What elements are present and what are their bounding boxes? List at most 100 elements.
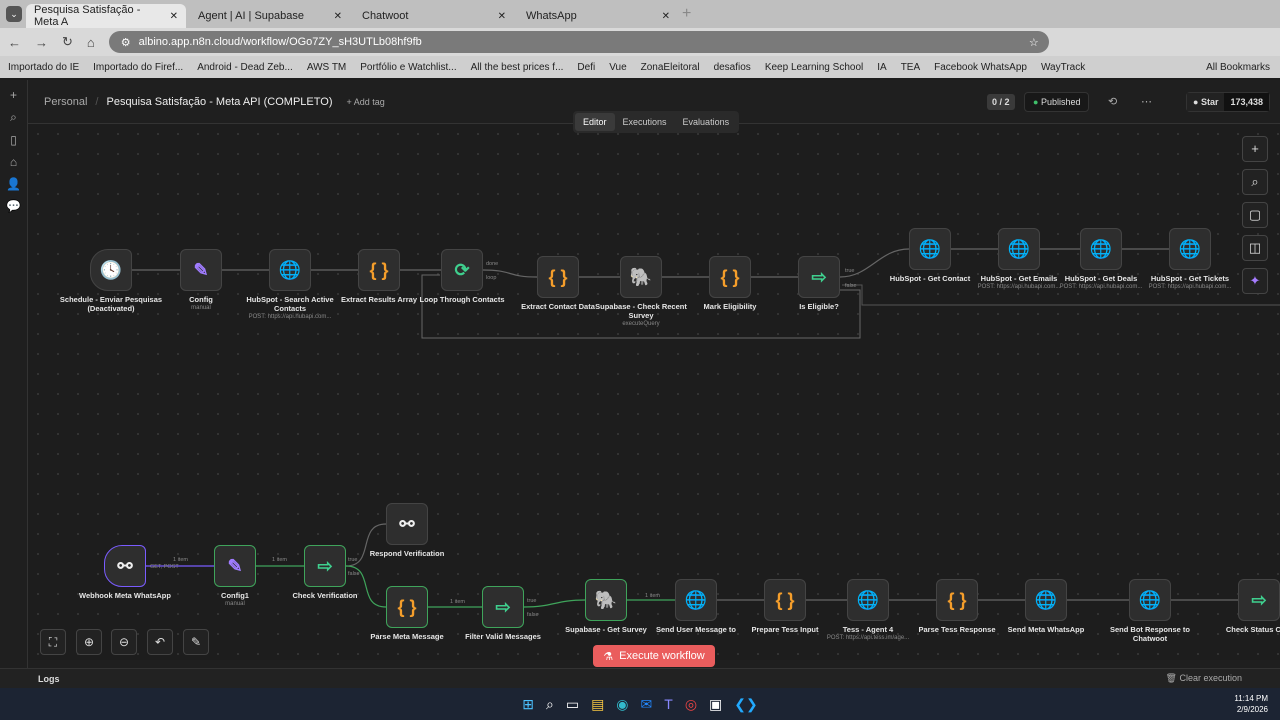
workflow-node[interactable]: ✎	[214, 545, 256, 587]
forward-icon[interactable]: →	[35, 34, 48, 50]
panel-toggle-button[interactable]: ◫	[1242, 235, 1268, 261]
workflow-node[interactable]: { }	[537, 256, 579, 298]
bookmark-item[interactable]: Android - Dead Zeb...	[197, 61, 293, 73]
start-icon[interactable]: ⊞	[522, 695, 534, 712]
close-icon[interactable]: ✕	[497, 10, 506, 22]
logs-bar[interactable]: Logs 🗑 Clear execution	[0, 668, 1280, 688]
tab-search-button[interactable]: ⌄	[6, 6, 22, 22]
logs-title[interactable]: Logs	[38, 673, 60, 684]
published-badge[interactable]: ● Published	[1024, 91, 1090, 112]
sticky-note-button[interactable]: ▢	[1242, 202, 1268, 228]
bookmark-item[interactable]: AWS TM	[306, 61, 347, 73]
zoom-in-button[interactable]: ⊕	[76, 629, 102, 655]
bookmark-item[interactable]: All Bookmarks	[1206, 61, 1270, 73]
tab-evaluations[interactable]: Evaluations	[682, 117, 730, 127]
close-icon[interactable]: ✕	[333, 10, 342, 22]
chat-icon[interactable]: 💬	[6, 199, 21, 213]
search-icon[interactable]: ⌕	[10, 110, 17, 124]
add-tag-button[interactable]: + Add tag	[346, 96, 385, 107]
workflow-node[interactable]: 🌐	[847, 579, 889, 621]
url-input[interactable]: ⚙albino.app.n8n.cloud/workflow/OGo7ZY_sH…	[108, 31, 1049, 53]
execute-workflow-button[interactable]: ⚗Execute workflow	[593, 645, 715, 667]
site-info-icon[interactable]: ⚙	[120, 36, 131, 49]
history-icon[interactable]: ⟲	[1108, 96, 1118, 108]
workflow-node[interactable]: 🕓	[90, 249, 132, 291]
browser-tab[interactable]: Pesquisa Satisfação - Meta A✕	[26, 4, 186, 28]
workflow-node[interactable]: ⇨	[1238, 579, 1280, 621]
tab-editor[interactable]: Editor	[575, 113, 615, 131]
task-view-icon[interactable]: ▭	[565, 695, 580, 712]
edge-icon[interactable]: ◉	[616, 695, 629, 712]
vscode-icon[interactable]: ❮❯	[734, 695, 758, 712]
workflow-node[interactable]: { }	[709, 256, 751, 298]
workflow-node[interactable]: 🐘	[620, 256, 662, 298]
workflow-node[interactable]: 🌐	[1129, 579, 1171, 621]
bookmark-item[interactable]: ZonaEleitoral	[640, 61, 700, 73]
fit-view-button[interactable]: ⛶	[40, 629, 66, 655]
add-icon[interactable]: +	[9, 88, 17, 102]
workflow-node[interactable]: ✎	[180, 249, 222, 291]
workflow-node[interactable]: 🌐	[269, 249, 311, 291]
workflow-node[interactable]: { }	[358, 249, 400, 291]
close-icon[interactable]: ✕	[169, 10, 178, 22]
close-icon[interactable]: ✕	[661, 10, 670, 22]
tab-executions[interactable]: Executions	[622, 117, 667, 127]
zoom-out-button[interactable]: ⊖	[111, 629, 137, 655]
bookmark-item[interactable]: TEA	[900, 61, 921, 73]
undo-button[interactable]: ↶	[147, 629, 173, 655]
back-icon[interactable]: ←	[8, 34, 21, 50]
search-icon[interactable]: ⌕	[545, 695, 554, 712]
bookmark-item[interactable]: Defi	[577, 61, 596, 73]
clear-execution-button[interactable]: 🗑 Clear execution	[1165, 673, 1242, 683]
project-breadcrumb[interactable]: Personal	[44, 95, 88, 108]
home-icon[interactable]: ⌂	[9, 155, 18, 169]
workflow-node[interactable]: 🌐	[1025, 579, 1067, 621]
file-explorer-icon[interactable]: ▤	[591, 695, 605, 712]
workflow-node[interactable]: ⚯	[104, 545, 146, 587]
add-node-button[interactable]: +	[1242, 136, 1268, 162]
bookmark-item[interactable]: Importado do IE	[8, 61, 80, 73]
bookmark-item[interactable]: Importado do Firef...	[93, 61, 184, 73]
workflow-node[interactable]: ⇨	[798, 256, 840, 298]
bookmark-item[interactable]: Portfólio e Watchlist...	[360, 61, 457, 73]
bookmark-item[interactable]: desafios	[713, 61, 751, 73]
workflow-node[interactable]: 🐘	[585, 579, 627, 621]
panel-icon[interactable]: ▯	[10, 133, 17, 147]
workflow-title[interactable]: Pesquisa Satisfação - Meta API (COMPLETO…	[106, 95, 333, 108]
home-icon[interactable]: ⌂	[86, 34, 95, 50]
bookmark-item[interactable]: IA	[877, 61, 887, 73]
workflow-node[interactable]: ⟳	[441, 249, 483, 291]
workflow-node[interactable]: ⚯	[386, 503, 428, 545]
chrome-icon[interactable]: ◎	[684, 695, 698, 712]
bookmark-item[interactable]: Vue	[609, 61, 627, 73]
workflow-node[interactable]: { }	[764, 579, 806, 621]
workflow-node[interactable]: 🌐	[1169, 228, 1211, 270]
workflow-canvas[interactable]	[28, 124, 1280, 660]
new-tab-icon[interactable]: +	[682, 5, 692, 22]
ai-assistant-button[interactable]: ✦	[1242, 268, 1268, 294]
bookmark-item[interactable]: WayTrack	[1040, 61, 1086, 73]
outlook-icon[interactable]: ✉	[640, 695, 653, 712]
bookmark-star-icon[interactable]: ☆	[1028, 36, 1039, 49]
workflow-node[interactable]: 🌐	[675, 579, 717, 621]
workflow-node[interactable]: { }	[936, 579, 978, 621]
workflow-node[interactable]: 🌐	[1080, 228, 1122, 270]
bookmark-item[interactable]: Facebook WhatsApp	[934, 61, 1027, 73]
workflow-node[interactable]: ⇨	[482, 586, 524, 628]
workflow-node[interactable]: { }	[386, 586, 428, 628]
workflow-node[interactable]: 🌐	[909, 228, 951, 270]
workflow-node[interactable]: ⇨	[304, 545, 346, 587]
teams-icon[interactable]: T	[664, 696, 673, 712]
terminal-icon[interactable]: ▣	[709, 695, 723, 712]
reload-icon[interactable]: ↻	[62, 34, 73, 49]
browser-tab[interactable]: Agent | AI | Supabase✕	[190, 4, 350, 28]
tidy-up-button[interactable]: ✎	[183, 629, 209, 655]
browser-tab[interactable]: WhatsApp✕	[518, 4, 678, 28]
bookmark-item[interactable]: Keep Learning School	[764, 61, 864, 73]
workflow-node[interactable]: 🌐	[998, 228, 1040, 270]
browser-tab[interactable]: Chatwoot✕	[354, 4, 514, 28]
bookmark-item[interactable]: All the best prices f...	[470, 61, 564, 73]
user-icon[interactable]: 👤	[6, 177, 21, 191]
search-nodes-button[interactable]: ⌕	[1242, 169, 1268, 195]
